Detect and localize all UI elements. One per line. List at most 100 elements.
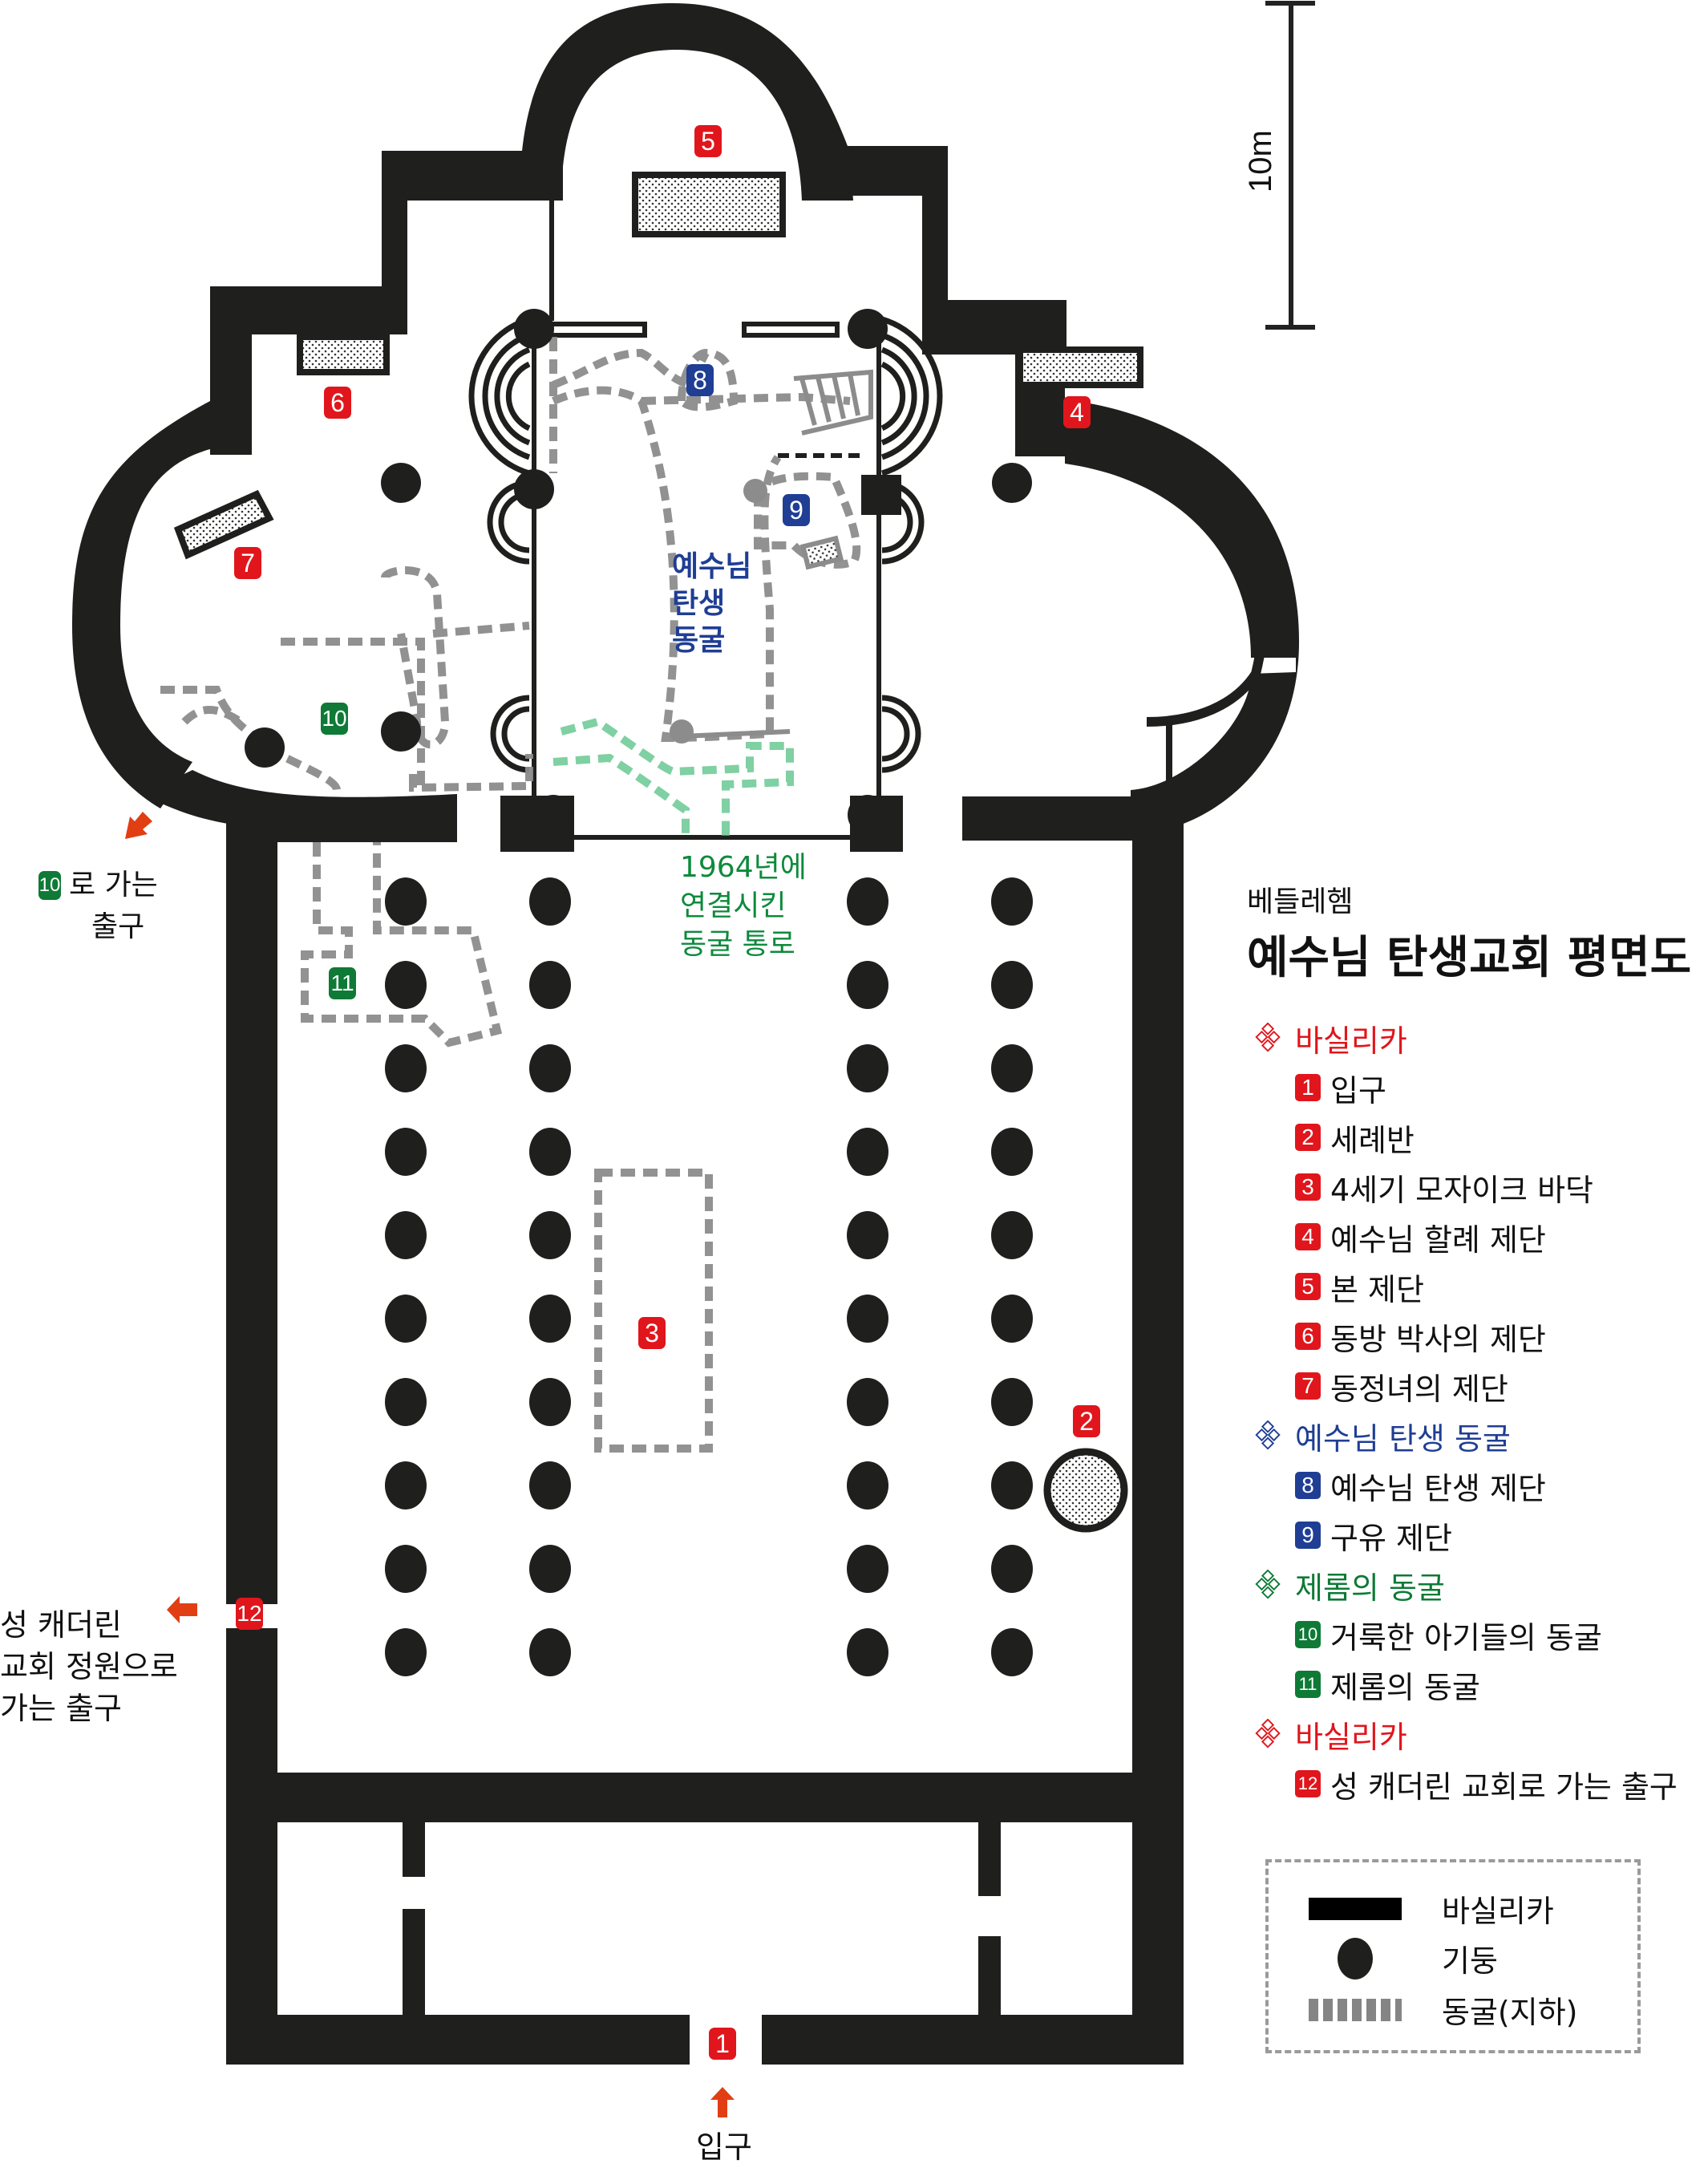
- legend-item-badge: 6: [1295, 1323, 1321, 1350]
- cave-outlines: [160, 337, 861, 1453]
- column: [991, 877, 1033, 926]
- map-badge-10[interactable]: 10: [321, 703, 348, 735]
- legend-item-label: 세례반: [1330, 1122, 1415, 1158]
- narthex-east-wall: [1132, 1773, 1184, 2061]
- legend-item-badge: 9: [1295, 1522, 1321, 1549]
- grotto-staircase-west: [468, 316, 531, 773]
- dashed-bar-icon: [1309, 1998, 1402, 2021]
- column: [385, 877, 427, 926]
- knot-icon: [1255, 1023, 1281, 1052]
- key-label: 동굴(지하): [1442, 1995, 1578, 2030]
- legend-group-header: 예수님 탄생 동굴: [1247, 1411, 1696, 1461]
- column: [991, 1044, 1033, 1092]
- legend-item-label: 구유 제단: [1330, 1520, 1452, 1556]
- altar-magi: [297, 334, 390, 375]
- legend-group-header: 바실리카: [1247, 1013, 1696, 1063]
- nave-east-wall: [1132, 834, 1184, 1773]
- legend-item[interactable]: 2 세례반: [1295, 1112, 1696, 1162]
- west-transept-wall: [72, 401, 210, 808]
- map-badge-4[interactable]: 4: [1063, 396, 1091, 428]
- northwest-wall-top: [382, 151, 407, 291]
- column: [991, 1628, 1033, 1676]
- column: [991, 1211, 1033, 1259]
- legend-item[interactable]: 9 구유 제단: [1295, 1510, 1696, 1560]
- legend-item-badge: 11: [1295, 1671, 1321, 1698]
- column: [514, 309, 554, 349]
- altar-circumcision: [1017, 346, 1143, 388]
- scale-bar-label: 10m: [1243, 130, 1278, 192]
- choir-enclosure: [532, 201, 881, 840]
- nave-west-wall: [226, 802, 277, 1604]
- north-wall-left: [382, 151, 563, 201]
- legend-group-header: 바실리카: [1247, 1709, 1696, 1759]
- grotto-corridor: [641, 392, 851, 405]
- narthex-north-wall: [226, 1773, 1184, 1822]
- legend-item-label: 예수님 할례 제단: [1330, 1222, 1546, 1258]
- legend-item-badge: 3: [1295, 1173, 1321, 1201]
- map-badge-9[interactable]: 9: [783, 494, 810, 526]
- legend-item-badge: 2: [1295, 1124, 1321, 1151]
- column: [529, 1211, 571, 1259]
- narthex-south-wall-right: [762, 2015, 1184, 2065]
- map-badge-5[interactable]: 5: [694, 125, 722, 157]
- narthex-divider-right-bottom: [978, 1936, 1001, 2016]
- column: [381, 463, 421, 503]
- column: [529, 1128, 571, 1176]
- narthex-south-wall-left: [226, 2015, 690, 2065]
- legend-item[interactable]: 11 제롬의 동굴: [1295, 1659, 1696, 1709]
- northwest-wall-vert: [210, 286, 252, 455]
- exit-10-line1: 로 가는: [69, 869, 158, 902]
- passage-label-line2: 연결시킨: [680, 889, 787, 922]
- key-row-basilica: 바실리카: [1301, 1886, 1554, 1931]
- nave-west-wall-lower: [226, 1628, 277, 1773]
- column: [848, 309, 888, 349]
- exit-12-line1: 성 캐더린: [0, 1607, 122, 1643]
- legend-item-badge: 8: [1295, 1472, 1321, 1499]
- column: [991, 1128, 1033, 1176]
- exit-12-line3: 가는 출구: [0, 1691, 122, 1726]
- legend-item-label: 제롬의 동굴: [1330, 1669, 1480, 1705]
- map-badge-8[interactable]: 8: [686, 364, 714, 396]
- map-badge-6[interactable]: 6: [324, 387, 351, 419]
- legend-group-name: 제롬의 동굴: [1295, 1570, 1445, 1606]
- knot-icon: [1255, 1420, 1281, 1450]
- passage-label-line1: 1964년에: [680, 851, 807, 884]
- column: [847, 877, 888, 926]
- map-badge-3[interactable]: 3: [638, 1317, 666, 1349]
- column: [847, 1378, 888, 1426]
- map-badge-2[interactable]: 2: [1073, 1405, 1100, 1437]
- map-badge-7[interactable]: 7: [234, 547, 261, 579]
- legend-item-badge: 1: [1295, 1074, 1321, 1101]
- map-badge-1[interactable]: 1: [709, 2028, 736, 2060]
- map-badge-12[interactable]: 12: [236, 1598, 263, 1630]
- legend-item[interactable]: 3 4세기 모자이크 바닥: [1295, 1162, 1696, 1212]
- column: [245, 727, 285, 768]
- legend-title: 예수님 탄생교회 평면도: [1247, 932, 1692, 984]
- legend-item-label: 4세기 모자이크 바닥: [1330, 1172, 1594, 1208]
- column: [529, 1628, 571, 1676]
- grotto-steps: [793, 369, 873, 436]
- legend-group-name: 바실리카: [1295, 1023, 1407, 1059]
- column: [385, 1211, 427, 1259]
- legend-item-label: 거룩한 아기들의 동굴: [1330, 1619, 1602, 1655]
- narthex-divider-left-top: [403, 1822, 425, 1877]
- altars: [173, 172, 1143, 1533]
- column: [533, 795, 573, 835]
- key-row-column: 기둥: [1301, 1936, 1498, 1980]
- narthex-west-wall: [226, 1773, 277, 2061]
- grotto-label: 예수님 탄생 동굴: [672, 549, 751, 659]
- grotto-label-line2: 탄생: [672, 587, 726, 620]
- exit-10-line2: 출구: [91, 910, 145, 943]
- exit-12-label: 성 캐더린 교회 정원으로 가는 출구: [0, 1604, 178, 1729]
- column: [529, 1461, 571, 1509]
- st-jerome-cave-11: [301, 842, 503, 1048]
- map-badge-11[interactable]: 11: [329, 967, 356, 999]
